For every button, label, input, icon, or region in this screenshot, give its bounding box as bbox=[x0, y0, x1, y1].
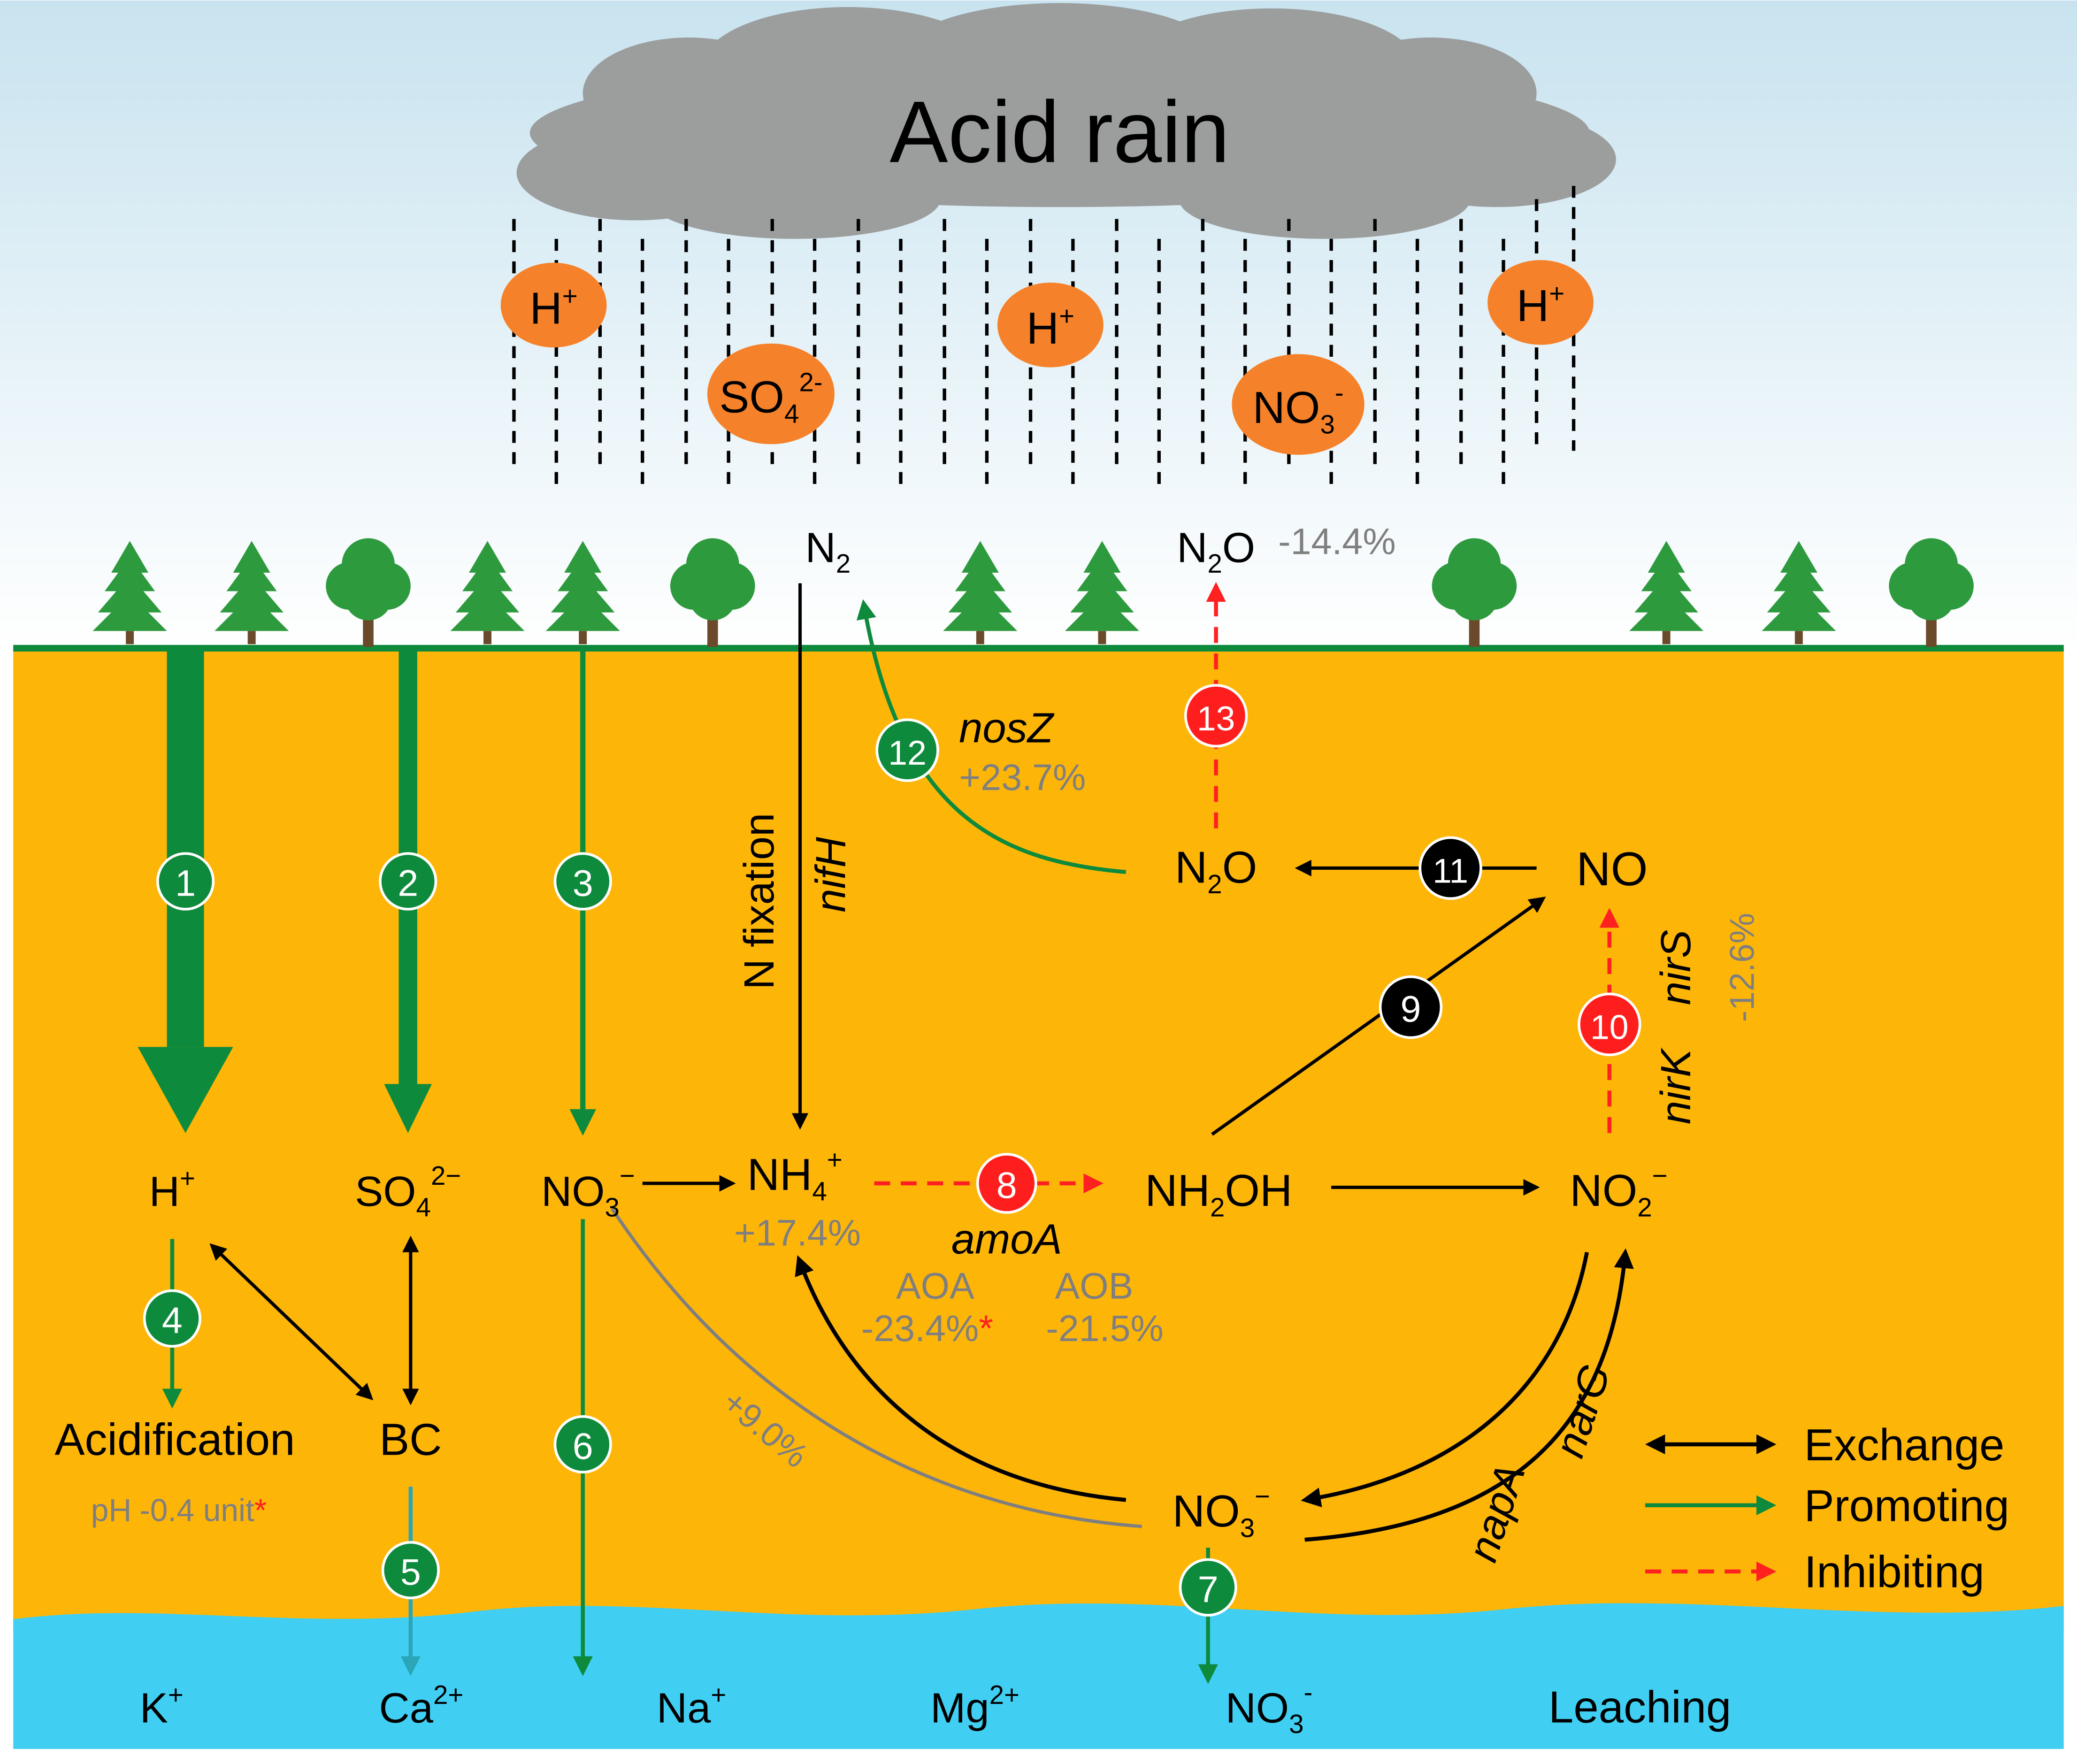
svg-text:11: 11 bbox=[1433, 851, 1468, 890]
svg-text:H+: H+ bbox=[529, 281, 577, 334]
leaching-label: Leaching bbox=[1548, 1682, 1731, 1733]
ph-change-label: pH-0.4 unit* bbox=[91, 1493, 267, 1528]
step-badge-6: 6 bbox=[553, 1415, 612, 1474]
svg-text:1: 1 bbox=[175, 862, 196, 904]
step-badge-4: 4 bbox=[143, 1289, 201, 1348]
soil-no3-left-label: NO3− bbox=[541, 1161, 635, 1222]
rain-ion-h-3: H+ bbox=[1487, 260, 1594, 345]
step-badge-3: 3 bbox=[553, 852, 612, 911]
nirk-label: nirK bbox=[1652, 1047, 1700, 1124]
svg-text:9: 9 bbox=[1401, 988, 1421, 1030]
nirs-label: nirS bbox=[1652, 930, 1700, 1005]
arrow-no3-to-no2-curve bbox=[1304, 1248, 1634, 1542]
soil-n2o-label: N2O bbox=[1175, 842, 1257, 899]
svg-text:3: 3 bbox=[573, 862, 593, 904]
surface-n2o-change: -14.4% bbox=[1278, 521, 1395, 562]
nifh-label: nifH bbox=[807, 836, 854, 912]
soil-nh4-label: NH4+ bbox=[747, 1145, 843, 1206]
step-badge-7: 7 bbox=[1179, 1558, 1237, 1617]
soil-so4-label: SO42− bbox=[355, 1161, 461, 1222]
rain-ion-no3: NO3- bbox=[1232, 354, 1364, 455]
groundwater-layer bbox=[13, 1603, 2064, 1749]
aob-change: -21.5% bbox=[1046, 1307, 1163, 1349]
leach-ca-label: Ca2+ bbox=[379, 1680, 464, 1732]
leach-no3-label: NO3- bbox=[1226, 1677, 1313, 1739]
step-badge-1: 1 bbox=[156, 852, 215, 911]
soil-h-label: H+ bbox=[149, 1163, 195, 1215]
svg-text:12: 12 bbox=[888, 734, 927, 772]
leach-k-label: K+ bbox=[140, 1680, 184, 1732]
step-badge-13: 13 bbox=[1184, 684, 1248, 748]
svg-text:10: 10 bbox=[1590, 1008, 1629, 1046]
leach-mg-label: Mg2+ bbox=[930, 1680, 1019, 1732]
step-badge-8: 8 bbox=[976, 1153, 1037, 1214]
rain-ion-so4: SO42- bbox=[707, 343, 835, 445]
legend: Exchange Promoting Inhibiting bbox=[1645, 1420, 2009, 1597]
rain-ion-h-1: H+ bbox=[500, 262, 607, 348]
legend-exchange-label: Exchange bbox=[1804, 1420, 2005, 1470]
step-badge-2: 2 bbox=[379, 852, 437, 911]
soil-nh2oh-label: NH2OH bbox=[1145, 1166, 1292, 1222]
nosz-change: +23.7% bbox=[959, 756, 1086, 798]
arrow-9-nh2oh-to-no bbox=[1211, 897, 1546, 1136]
line-no3-to-no3-gray bbox=[610, 1207, 1142, 1528]
soil-no2-label: NO2− bbox=[1570, 1161, 1667, 1222]
svg-text:H+: H+ bbox=[1027, 301, 1074, 353]
soil-nh4-change: +17.4% bbox=[734, 1212, 861, 1254]
svg-text:8: 8 bbox=[996, 1164, 1017, 1206]
soil-layer bbox=[13, 648, 2064, 1629]
surface-n2-label: N2 bbox=[805, 524, 851, 578]
diagram-title: Acid rain bbox=[889, 83, 1230, 181]
nir-change: -12.6% bbox=[1723, 913, 1761, 1022]
legend-inhibiting-label: Inhibiting bbox=[1804, 1547, 1985, 1597]
svg-text:6: 6 bbox=[573, 1425, 593, 1467]
arrow-no3-to-nh4-curve bbox=[795, 1255, 1127, 1502]
bc-label: BC bbox=[379, 1415, 442, 1465]
n-fixation-label: N fixation bbox=[736, 813, 783, 989]
surface-n2o-label: N2O bbox=[1177, 524, 1255, 578]
svg-text:13: 13 bbox=[1197, 699, 1235, 738]
svg-text:4: 4 bbox=[162, 1299, 183, 1341]
svg-text:7: 7 bbox=[1198, 1568, 1219, 1610]
amoa-label: amoA bbox=[951, 1216, 1062, 1263]
aoa-change: -23.4%* bbox=[861, 1307, 993, 1349]
step-badge-5: 5 bbox=[381, 1541, 440, 1600]
step-badge-10: 10 bbox=[1578, 992, 1641, 1057]
arrow-h-bc-exchange bbox=[209, 1243, 374, 1401]
leach-na-label: Na+ bbox=[657, 1680, 726, 1732]
rain-ion-h-2: H+ bbox=[997, 283, 1104, 368]
arrow-1-h-input bbox=[138, 649, 233, 1133]
step-badge-12: 12 bbox=[875, 718, 939, 782]
step-badge-11: 11 bbox=[1418, 836, 1482, 900]
svg-text:2: 2 bbox=[398, 862, 418, 904]
svg-text:NO3-: NO3- bbox=[1253, 378, 1344, 439]
aoa-label: AOA bbox=[896, 1265, 974, 1307]
legend-promoting-label: Promoting bbox=[1804, 1481, 2009, 1531]
soil-no-label: NO bbox=[1576, 842, 1648, 896]
acid-rain-cloud bbox=[516, 3, 1616, 239]
nosz-label: nosZ bbox=[959, 704, 1055, 752]
arrow-no2-to-no3-curve bbox=[1301, 1251, 1589, 1508]
aob-label: AOB bbox=[1055, 1265, 1134, 1307]
step-badge-9: 9 bbox=[1379, 975, 1443, 1039]
svg-text:SO42-: SO42- bbox=[719, 367, 822, 429]
soil-no3-bottom-label: NO3− bbox=[1173, 1481, 1270, 1543]
svg-text:H+: H+ bbox=[1517, 278, 1564, 331]
arrow-12-n2o-to-n2 bbox=[856, 599, 1127, 874]
acidification-label: Acidification bbox=[55, 1415, 295, 1465]
svg-text:5: 5 bbox=[400, 1551, 421, 1593]
